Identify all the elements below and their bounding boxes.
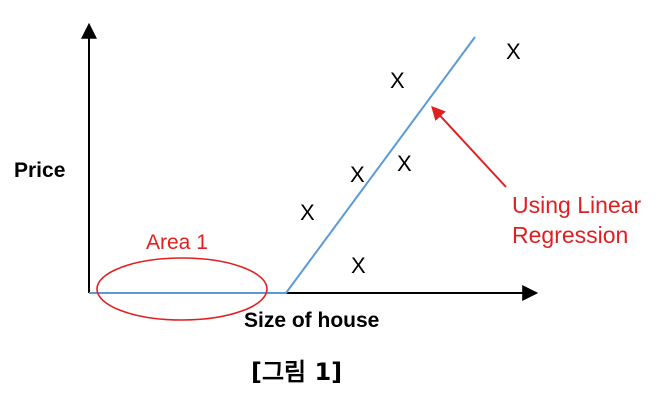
area-label: Area 1 [146, 231, 208, 254]
x-axis-label: Size of house [244, 309, 380, 332]
data-point-mark: X [300, 200, 315, 225]
data-point-mark: X [350, 162, 365, 187]
regression-annotation-line-1: Using Linear [512, 192, 642, 218]
regression-annotation-line-2: Regression [512, 222, 629, 248]
data-point-mark: X [351, 253, 366, 278]
data-point-mark: X [397, 151, 412, 176]
data-point-mark: X [506, 39, 521, 64]
regression-annotation: Using Linear Regression [512, 190, 641, 250]
figure-caption: [그림 1] [251, 358, 343, 386]
annotation-arrow [431, 105, 507, 188]
y-axis-label: Price [14, 159, 66, 182]
data-point-mark: X [390, 68, 405, 93]
regression-line [89, 36, 476, 294]
area-ellipse [96, 257, 268, 321]
